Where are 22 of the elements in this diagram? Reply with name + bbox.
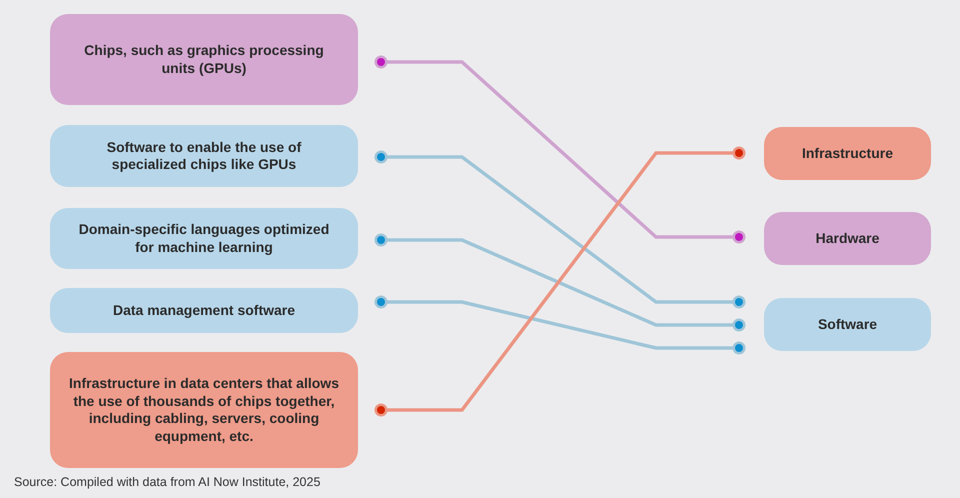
- box-text: Infrastructure: [802, 144, 894, 162]
- connector-line: [374, 56, 746, 244]
- category-box: [764, 298, 931, 351]
- box-text: Domain-specific languages optimized for machine learning: [78, 221, 330, 256]
- category-box: [764, 127, 931, 180]
- connector-line: [374, 234, 746, 332]
- category-box: [50, 14, 358, 105]
- connector-line: [374, 146, 746, 416]
- box-text: Chips, such as graphics processing units (GPUs): [83, 42, 325, 77]
- category-box: [764, 212, 931, 265]
- box-text: Data management software: [112, 302, 296, 320]
- category-box: [50, 208, 358, 269]
- box-text: Software to enable the use of specialized chips like GPUs: [106, 138, 302, 174]
- category-box: [50, 125, 358, 187]
- box-text: Infrastructure in data centers that allows the use of thousands of chips together, including cabling, servers, cooling equpment, etc.: [68, 375, 340, 445]
- box-text: Hardware: [816, 230, 880, 248]
- source-note: Source: Compiled with data from AI Now Institute, 2025: [14, 475, 320, 489]
- box-text: Software: [818, 316, 878, 334]
- category-box: [50, 352, 358, 468]
- connector-line: [374, 150, 746, 308]
- category-box: [50, 288, 358, 333]
- connector-line: [374, 296, 746, 354]
